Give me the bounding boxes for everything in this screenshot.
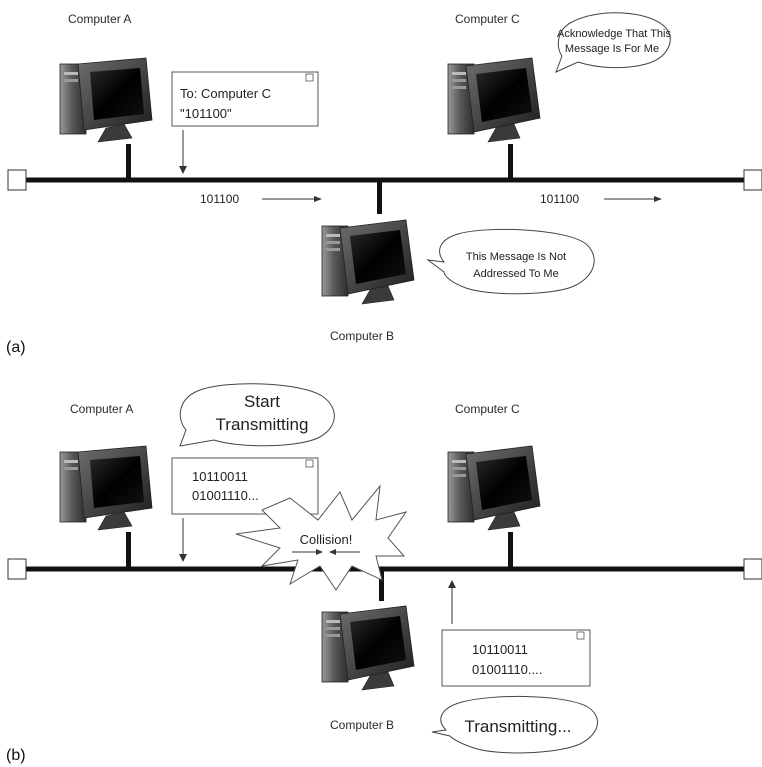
speech-bubble-b <box>426 228 595 295</box>
drop-line-a-b <box>126 532 131 569</box>
terminator-left-b <box>7 558 27 580</box>
drop-line-a <box>126 144 131 180</box>
speech-bubble-b-line1: This Message Is Not <box>466 251 566 263</box>
computer-a-label: Computer A <box>68 12 131 26</box>
speech-bubble-b-transmitting <box>431 695 598 754</box>
speech-bubble-b-line2: Addressed To Me <box>473 268 558 280</box>
message-box-line2: "101100" <box>180 106 232 121</box>
speech-bubble-a-line2: Transmitting <box>216 415 309 434</box>
collision-arrow-left-head <box>329 549 336 555</box>
arrow-down-head <box>179 166 187 174</box>
drop-line-c-b <box>508 532 513 569</box>
speech-bubble-c-line1: Acknowledge That This <box>557 28 671 40</box>
computer-b-label-b: Computer B <box>330 718 394 732</box>
window-icon-a <box>305 459 314 468</box>
data-box-b <box>441 629 591 687</box>
computer-b-icon <box>321 219 415 305</box>
arrow-down-b-head <box>179 554 187 562</box>
computer-c-label: Computer C <box>455 12 520 26</box>
message-box-line1: To: Computer C <box>180 86 271 101</box>
bitstream-arrow-left-head <box>314 196 322 202</box>
panel-b: Computer A Computer C Computer B Start T… <box>6 383 762 764</box>
window-icon-b <box>576 631 585 640</box>
computer-a-icon <box>59 57 153 143</box>
collision-burst-icon <box>235 484 408 591</box>
collision-arrow-right-head <box>316 549 323 555</box>
computer-c-icon-b <box>447 445 541 531</box>
drop-line-b-b <box>379 569 384 601</box>
computer-b-icon-b <box>321 605 415 691</box>
bitstream-arrow-right-head <box>654 196 662 202</box>
computer-c-icon <box>447 57 541 143</box>
drop-line-b <box>377 180 382 214</box>
data-box-a-line1: 10110011 <box>192 469 248 484</box>
bitstream-left: 101100 <box>200 192 239 206</box>
data-box-b-line1: 10110011 <box>472 642 528 657</box>
panel-a-label: (a) <box>6 339 26 356</box>
panel-a: Computer A Computer C Computer B To: Com… <box>6 12 762 356</box>
collision-label: Collision! <box>300 532 353 547</box>
speech-bubble-a-line1: Start <box>244 392 280 411</box>
speech-bubble-c-line2: Message Is For Me <box>565 43 659 55</box>
computer-a-icon-b <box>59 445 153 531</box>
computer-b-label: Computer B <box>330 329 394 343</box>
terminator-right <box>743 169 762 191</box>
speech-bubble-a <box>179 383 335 447</box>
arrow-up-b-head <box>448 580 456 588</box>
computer-c-label-b: Computer C <box>455 402 520 416</box>
window-icon <box>305 73 314 82</box>
message-box <box>171 71 319 127</box>
speech-bubble-c <box>555 12 671 73</box>
computer-a-label-b: Computer A <box>70 402 133 416</box>
terminator-right-b <box>743 558 762 580</box>
drop-line-c <box>508 144 513 180</box>
panel-b-label: (b) <box>6 747 26 764</box>
speech-bubble-b-transmitting-text: Transmitting... <box>464 717 571 736</box>
terminator-left <box>7 169 27 191</box>
bitstream-right: 101100 <box>540 192 579 206</box>
data-box-b-line2: 01001110.... <box>472 662 542 677</box>
data-box-a-line2: 01001110... <box>192 488 259 503</box>
